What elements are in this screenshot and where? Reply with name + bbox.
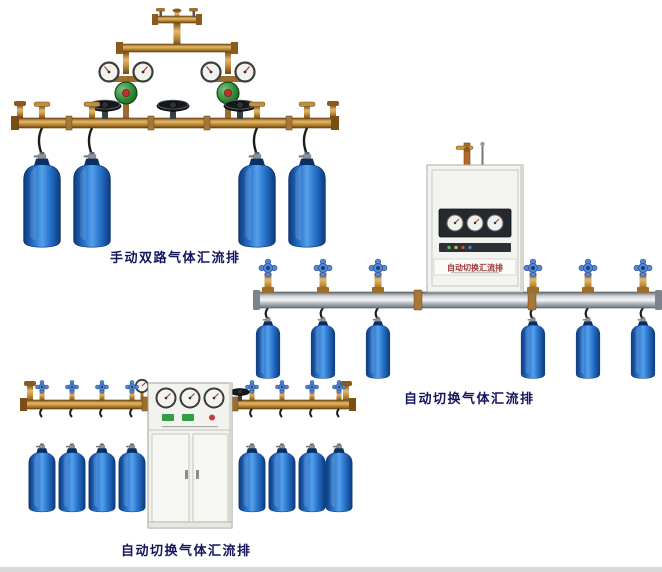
blue-handwheel-valve	[125, 380, 139, 401]
pressure-regulator-right	[200, 61, 256, 120]
door-handle	[196, 470, 199, 479]
green-button	[162, 414, 174, 421]
blue-handwheel-valve	[313, 258, 333, 293]
door-handle	[185, 470, 188, 479]
red-button	[209, 414, 215, 421]
upper-header-pipe	[116, 42, 238, 74]
cylinder-station	[288, 101, 326, 248]
blue-handwheel-valve	[305, 380, 319, 401]
main-manifold-pipe	[11, 101, 339, 131]
control-cabinet	[141, 382, 239, 529]
blue-handwheel-valve	[578, 258, 598, 293]
blue-handwheel-valve	[65, 380, 79, 401]
gas-cylinder	[88, 443, 116, 513]
gas-cylinder	[268, 443, 296, 513]
gas-cylinder	[365, 317, 391, 379]
gas-cylinder	[58, 443, 86, 513]
gas-cylinder	[255, 317, 281, 379]
cabinet-door-left	[151, 433, 190, 523]
page-bottom-divider	[0, 567, 662, 572]
caption-auto-switch-manifold-bottom: 自动切换气体汇流排	[121, 544, 252, 559]
blue-handwheel-valve	[258, 258, 278, 293]
blue-handwheel-valve	[35, 380, 49, 401]
pressure-regulator-left	[98, 61, 154, 120]
cylinder-row	[255, 307, 656, 379]
indicator-light	[468, 245, 472, 250]
pressure-gauge	[486, 214, 504, 232]
gas-cylinder	[310, 317, 336, 379]
gas-cylinder	[575, 317, 601, 379]
gas-cylinder	[28, 443, 56, 513]
cylinder-station	[73, 101, 111, 248]
pressure-gauge	[466, 214, 484, 232]
top-outlet-assembly	[152, 8, 202, 46]
cabinet-nameplate	[433, 258, 517, 276]
cylinder-station	[23, 101, 61, 248]
pressure-gauge	[203, 387, 225, 409]
pressure-gauge	[179, 387, 201, 409]
product-image-manual-dual-manifold	[11, 8, 339, 248]
blue-handwheel-valve	[95, 380, 109, 401]
pressure-gauge	[446, 214, 464, 232]
valve-fittings	[258, 258, 653, 293]
indicator-light	[454, 245, 458, 250]
green-button	[182, 414, 194, 421]
control-cabinet: 自动切换汇流排	[426, 141, 524, 293]
gas-cylinder	[630, 317, 656, 379]
handwheel-valve	[223, 99, 257, 119]
gas-cylinder	[238, 443, 266, 513]
product-image-auto-switch-manifold-bottom	[20, 378, 356, 529]
gas-cylinder	[520, 317, 546, 379]
handwheel-valve	[230, 388, 250, 401]
valve-fittings	[35, 380, 346, 401]
cylinder-station	[238, 101, 276, 248]
handwheel-valve	[156, 99, 190, 119]
gas-cylinder	[73, 152, 111, 248]
blue-handwheel-valve	[633, 258, 653, 293]
blue-handwheel-valve	[245, 380, 259, 401]
gas-cylinder	[325, 443, 353, 513]
indicator-light	[461, 245, 465, 250]
gas-cylinder	[298, 443, 326, 513]
product-image-auto-switch-manifold: 自动切换汇流排	[253, 141, 662, 379]
cabinet-nameplate-text: 自动切换汇流排	[447, 263, 503, 273]
gas-cylinder	[23, 152, 61, 248]
blue-handwheel-valve	[523, 258, 543, 293]
blue-handwheel-valve	[275, 380, 289, 401]
indicator-panel	[439, 243, 511, 252]
gas-cylinder	[118, 443, 146, 513]
indicator-light	[447, 245, 451, 250]
blue-handwheel-valve	[368, 258, 388, 293]
blue-handwheel-valve	[332, 380, 346, 401]
pressure-gauge	[155, 387, 177, 409]
cylinder-row	[28, 408, 353, 513]
manifold-rail	[253, 289, 662, 311]
caption-auto-switch-manifold-right: 自动切换气体汇流排	[404, 392, 535, 407]
caption-manual-dual-manifold: 手动双路气体汇流排	[110, 251, 241, 266]
